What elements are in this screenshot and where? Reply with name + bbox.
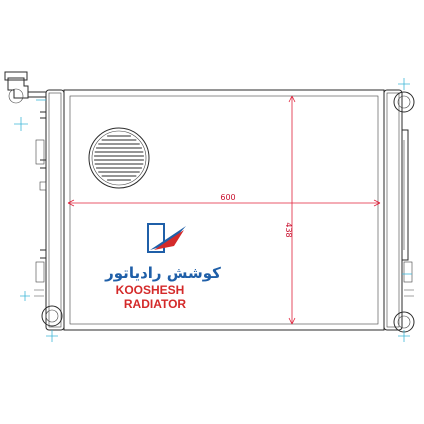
brand-name-line1: KOOSHESH [116,283,185,297]
brand-name-line2: RADIATOR [124,297,187,311]
height-dimension: 438 [284,95,296,325]
fan-shroud-icon [88,127,150,189]
center-marks [14,78,412,342]
left-brackets [34,139,47,297]
height-dimension-label: 438 [284,222,293,237]
left-tank [40,89,65,331]
radiator-cap-icon [4,71,46,104]
brand-name-persian: کوشش رادیاتور [104,264,221,282]
brand-logo-icon [147,223,186,253]
radiator-core [63,89,385,331]
right-inlet-pipe [393,91,415,113]
width-dimension-label: 600 [220,193,235,202]
width-dimension: 600 [67,193,381,207]
right-outlet-pipe [393,311,415,333]
right-tank [383,89,409,331]
left-outlet-pipe [41,305,63,327]
right-brackets [403,261,414,297]
